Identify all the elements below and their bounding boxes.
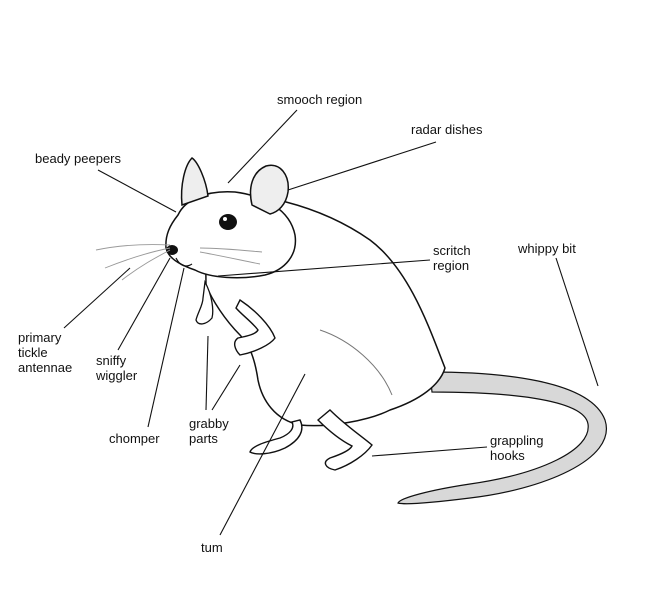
right-ear xyxy=(249,164,289,215)
front-foot xyxy=(249,419,303,455)
leader-beady xyxy=(97,169,177,213)
leader-scritch xyxy=(217,259,431,277)
leader-chomper xyxy=(147,267,185,428)
label-grappling-hooks: grappling hooks xyxy=(490,433,544,463)
label-primary-tickle-antennae: primary tickle antennae xyxy=(18,330,73,375)
nose xyxy=(166,245,178,255)
leader-whippy xyxy=(555,257,599,387)
leader-grabby-2 xyxy=(211,364,241,411)
leader-lines xyxy=(63,109,599,536)
haunch-line xyxy=(319,329,393,396)
label-radar-dishes: radar dishes xyxy=(411,122,483,137)
leader-sniffy xyxy=(117,257,171,351)
whiskers xyxy=(95,244,263,281)
label-sniffy-wiggler: sniffy wiggler xyxy=(96,353,138,383)
head xyxy=(165,191,297,279)
leader-grappling xyxy=(371,446,488,457)
left-ear xyxy=(180,157,209,207)
mouth xyxy=(175,257,193,267)
leader-smooch xyxy=(227,109,298,184)
front-arm xyxy=(233,298,276,356)
hind-leg xyxy=(316,409,373,471)
label-beady-peepers: beady peepers xyxy=(35,151,122,166)
leader-tum xyxy=(219,373,306,536)
eye-highlight xyxy=(223,217,227,221)
label-scritch-region: scritch region xyxy=(433,243,471,273)
rear-arm xyxy=(195,279,214,325)
leader-radar xyxy=(287,141,437,191)
label-tum: tum xyxy=(201,540,223,555)
leader-primary xyxy=(63,267,131,329)
eye xyxy=(219,214,237,230)
label-smooch-region: smooch region xyxy=(277,92,363,107)
label-grabby-parts: grabby parts xyxy=(189,416,229,446)
tail xyxy=(397,371,608,505)
label-chomper: chomper xyxy=(109,431,160,446)
label-whippy-bit: whippy bit xyxy=(518,241,576,256)
leader-grabby-1 xyxy=(205,335,209,411)
